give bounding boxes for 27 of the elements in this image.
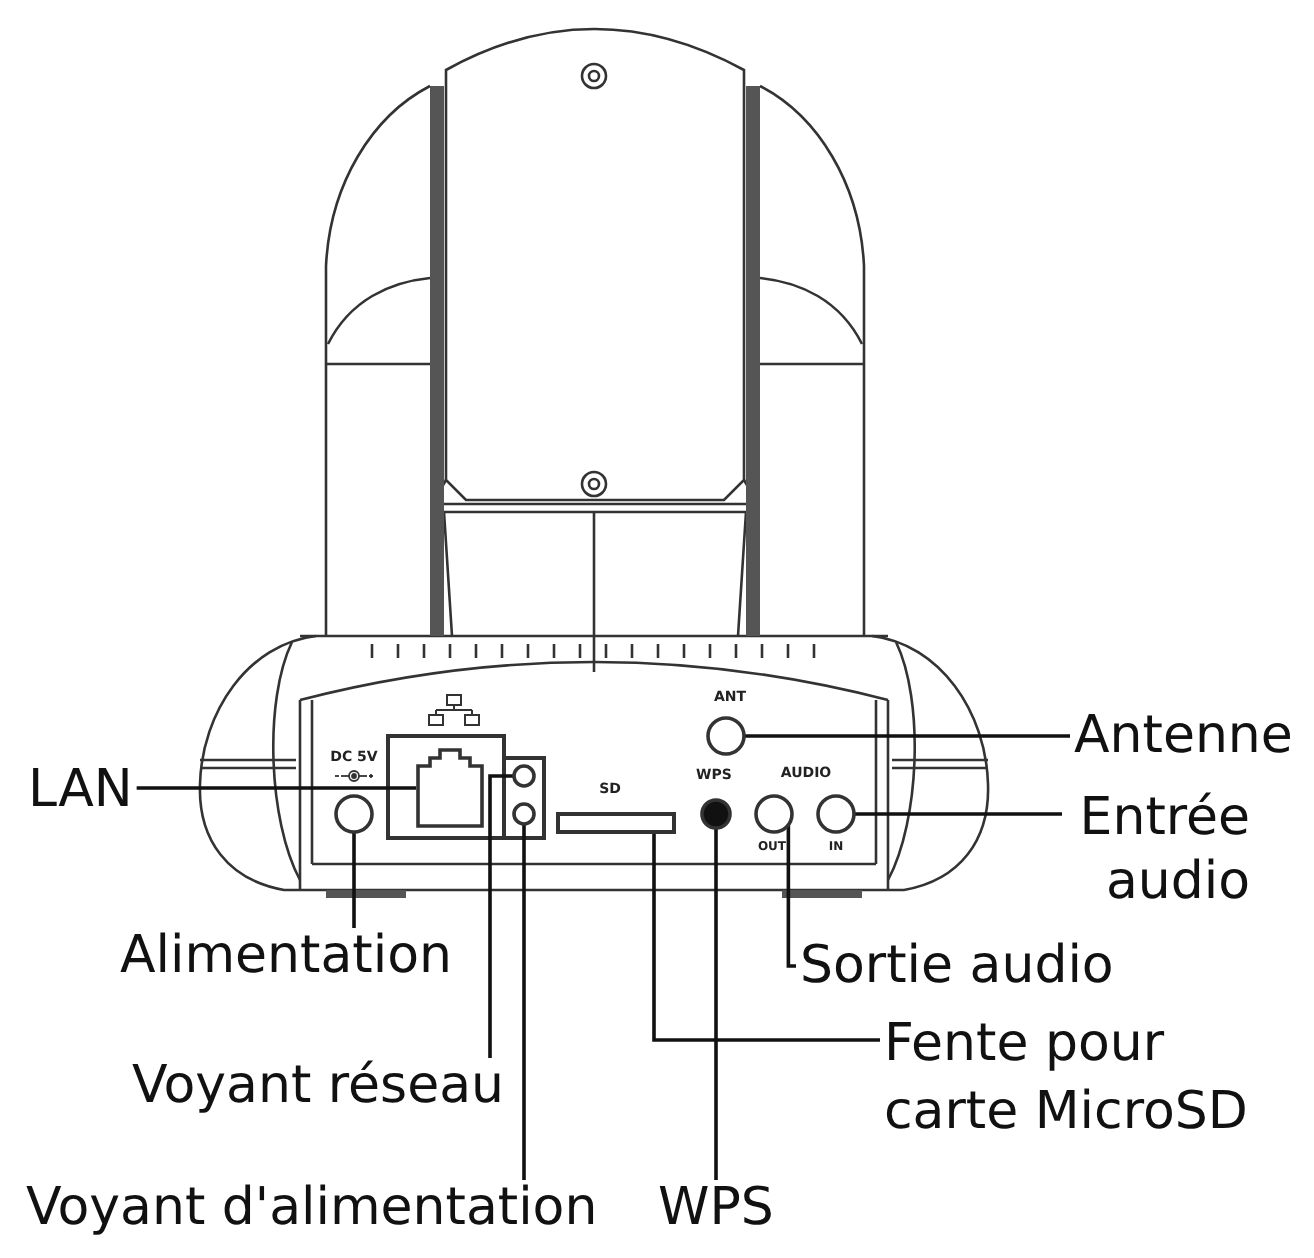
wps-button	[700, 798, 732, 830]
callout-label: Alimentation	[120, 926, 452, 986]
leader-line	[522, 824, 526, 1180]
ethernet-port	[416, 748, 484, 828]
network-led	[512, 764, 536, 788]
power-jack	[334, 794, 374, 834]
leader-line	[744, 734, 1070, 738]
audio-out-jack	[754, 794, 794, 834]
callout-label: Voyant d'alimentation	[26, 1178, 598, 1238]
callout-label: Voyant réseau	[132, 1056, 504, 1116]
callout-label: Fente pour carte MicroSD	[884, 1010, 1264, 1146]
leader-line	[786, 824, 796, 968]
leader-line	[136, 786, 416, 790]
leader-line	[352, 832, 356, 928]
callout-label: Entrée audio	[1066, 786, 1250, 914]
callout-label: WPS	[658, 1178, 774, 1238]
leader-line	[854, 812, 1062, 816]
antenna-connector	[706, 716, 746, 756]
leader-line	[714, 828, 718, 1180]
callout-label: Antenne	[1074, 706, 1293, 766]
audio-in-jack	[816, 794, 856, 834]
leader-line	[652, 834, 880, 1042]
microsd-slot	[556, 812, 676, 834]
callout-label: Sortie audio	[800, 936, 1114, 996]
callout-label: LAN	[28, 760, 133, 820]
leader-line	[488, 774, 514, 1058]
power-led	[512, 802, 536, 826]
